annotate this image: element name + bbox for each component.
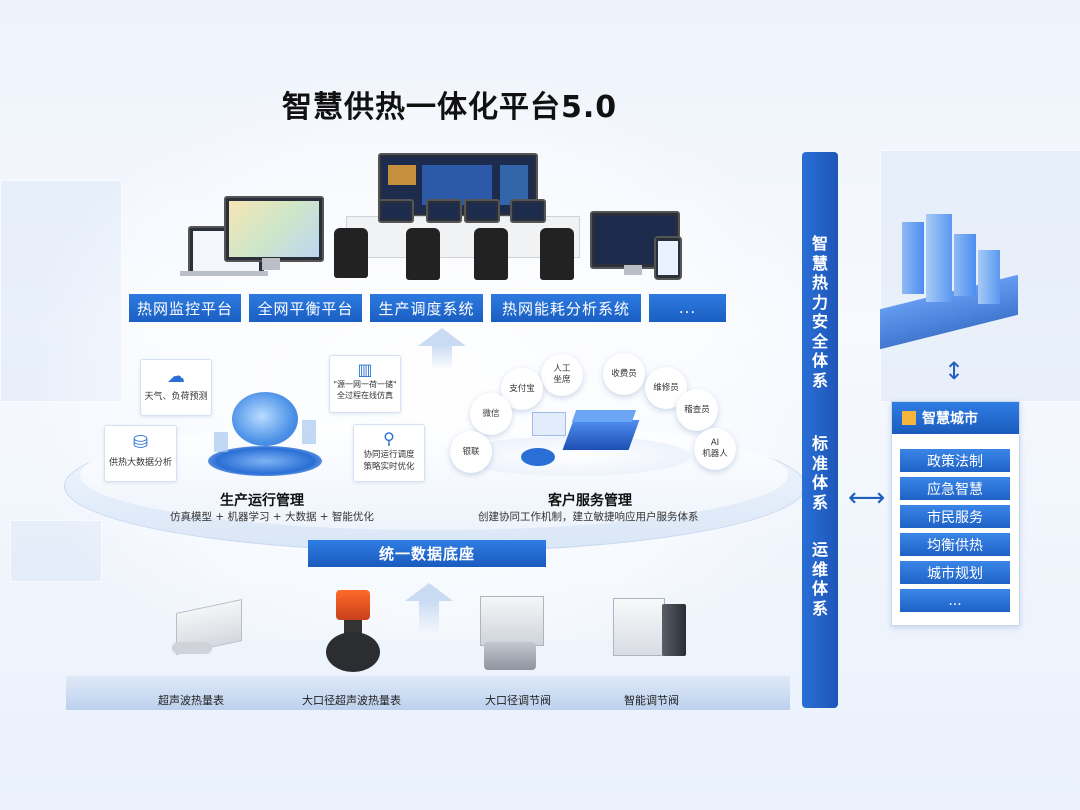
weather-icon: ☁ bbox=[167, 366, 185, 387]
up-arrow-icon-bottom bbox=[405, 583, 453, 601]
chair-1 bbox=[334, 228, 368, 278]
platform-more[interactable]: ... bbox=[649, 294, 726, 322]
bubble-inspector: 稽查员 bbox=[676, 389, 718, 431]
city-item-more[interactable]: ... bbox=[900, 589, 1010, 612]
vertical-char: 全 bbox=[811, 331, 828, 351]
card-big-data: ⛁ 供热大数据分析 bbox=[104, 425, 177, 482]
bubble-unionpay: 银联 bbox=[450, 431, 492, 473]
desk-monitor-1 bbox=[378, 199, 414, 223]
vertical-char: 系 bbox=[811, 370, 828, 390]
video-wall bbox=[378, 153, 538, 217]
operation-system-label: 运维体系 bbox=[802, 540, 838, 618]
card-simulation: ▥ "源一网一荷一储" 全过程在线仿真 bbox=[329, 355, 401, 413]
bubble-agent: 人工 坐席 bbox=[541, 354, 583, 396]
vertical-char: 运 bbox=[811, 540, 828, 559]
desk-monitor-4 bbox=[510, 199, 546, 223]
bubble-line1: 微信 bbox=[482, 408, 500, 419]
bubble-line1: 支付宝 bbox=[509, 383, 535, 394]
card-weather-forecast: ☁ 天气、负荷预测 bbox=[140, 359, 212, 416]
device-label-smart-valve: 智能调节阀 bbox=[624, 694, 679, 707]
up-arrow-shaft-top bbox=[432, 344, 452, 370]
bubble-wechat: 微信 bbox=[470, 393, 512, 435]
platform-heat-monitor[interactable]: 热网监控平台 bbox=[129, 294, 241, 322]
bubble-line2: 坐席 bbox=[553, 375, 571, 385]
unified-data-foundation[interactable]: 统一数据底座 bbox=[308, 540, 546, 567]
device-floor bbox=[66, 676, 790, 710]
card-label: 供热大数据分析 bbox=[108, 458, 172, 468]
device-label-large-valve: 大口径调节阀 bbox=[485, 694, 551, 707]
bubble-cashier: 收费员 bbox=[603, 353, 645, 395]
vertical-double-arrow-icon: ↕ bbox=[944, 357, 965, 385]
vertical-char: 智 bbox=[811, 234, 828, 253]
card-dispatch-optimization: ⚲ 协同运行调度 策略实时优化 bbox=[353, 424, 425, 482]
network-node-icon: ⚲ bbox=[383, 429, 395, 448]
card-label-line2: 策略实时优化 bbox=[363, 462, 415, 472]
desk-monitor-2 bbox=[426, 199, 462, 223]
chair-3 bbox=[474, 228, 508, 280]
customer-subtitle: 创建协同工作机制，建立敏捷响应用户服务体系 bbox=[478, 511, 699, 523]
platform-production-dispatch[interactable]: 生产调度系统 bbox=[370, 294, 483, 322]
building-icon bbox=[902, 411, 916, 425]
desktop-stand-left bbox=[262, 258, 280, 270]
card-label-line1: "源一网一荷一储" bbox=[333, 380, 397, 389]
city-item-balance[interactable]: 均衡供热 bbox=[900, 533, 1010, 556]
vertical-char: 准 bbox=[811, 453, 828, 473]
system-vertical-bar: 智慧热力安全体系 标准体系 运维体系 bbox=[802, 152, 838, 708]
smart-city-panel: 智慧城市 政策法制 应急智慧 市民服务 均衡供热 城市规划 ... bbox=[891, 401, 1020, 626]
phone bbox=[654, 236, 682, 280]
bubble-ai-robot: AI 机器人 bbox=[694, 428, 736, 470]
desktop-monitor-left bbox=[224, 196, 324, 262]
production-subtitle: 仿真模型 + 机器学习 + 大数据 + 智能优化 bbox=[170, 511, 374, 523]
vertical-char: 安 bbox=[811, 312, 828, 331]
city-item-planning[interactable]: 城市规划 bbox=[900, 561, 1010, 584]
vertical-char: 维 bbox=[811, 559, 828, 579]
platform-energy-analysis[interactable]: 热网能耗分析系统 bbox=[491, 294, 641, 322]
bubble-line2: 机器人 bbox=[702, 449, 728, 459]
platform-network-balance[interactable]: 全网平衡平台 bbox=[249, 294, 362, 322]
chair-4 bbox=[540, 228, 574, 280]
safety-system-label: 智慧热力安全体系 bbox=[802, 234, 838, 390]
vertical-char: 热 bbox=[811, 273, 828, 292]
vertical-char: 慧 bbox=[811, 253, 828, 273]
city-item-citizen[interactable]: 市民服务 bbox=[900, 505, 1010, 528]
vertical-char: 系 bbox=[811, 598, 828, 618]
desktop-stand-right bbox=[624, 265, 642, 275]
device-label-ultrasonic: 超声波热量表 bbox=[158, 694, 224, 707]
standard-system-label: 标准体系 bbox=[802, 434, 838, 512]
vertical-char: 体 bbox=[811, 579, 828, 598]
bubble-line1: 收费员 bbox=[611, 368, 637, 379]
bubble-line1: 银联 bbox=[462, 446, 480, 457]
monitor-chart-icon: ▥ bbox=[357, 360, 373, 379]
middle-platform-inner bbox=[80, 420, 788, 530]
card-label: 天气、负荷预测 bbox=[144, 392, 208, 402]
desk-monitor-3 bbox=[464, 199, 500, 223]
card-label-line2: 全过程在线仿真 bbox=[337, 391, 393, 400]
smart-city-header: 智慧城市 bbox=[892, 402, 1019, 434]
city-item-policy[interactable]: 政策法制 bbox=[900, 449, 1010, 472]
page-title: 智慧供热一体化平台5.0 bbox=[282, 90, 618, 125]
vertical-char: 体 bbox=[811, 351, 828, 370]
bubble-line1: 维修员 bbox=[653, 382, 679, 393]
chair-2 bbox=[406, 228, 440, 280]
bubble-line1: 人工 bbox=[553, 364, 571, 374]
laptop-base bbox=[180, 271, 268, 276]
vertical-char: 体 bbox=[811, 473, 828, 492]
smart-city-title: 智慧城市 bbox=[922, 411, 978, 427]
up-arrow-icon bbox=[418, 328, 466, 346]
database-icon: ⛁ bbox=[132, 432, 149, 453]
customer-title: 客户服务管理 bbox=[548, 493, 632, 509]
city-item-emergency[interactable]: 应急智慧 bbox=[900, 477, 1010, 500]
bubble-line1: AI bbox=[710, 438, 720, 448]
bubble-line1: 稽查员 bbox=[684, 404, 710, 415]
device-label-large-ultrasonic: 大口径超声波热量表 bbox=[302, 694, 401, 707]
production-title: 生产运行管理 bbox=[220, 493, 304, 509]
up-arrow-shaft-bottom bbox=[419, 600, 439, 634]
vertical-char: 标 bbox=[811, 434, 828, 453]
vertical-char: 系 bbox=[811, 492, 828, 512]
vertical-char: 力 bbox=[811, 292, 828, 312]
card-label-line1: 协同运行调度 bbox=[363, 450, 415, 460]
horizontal-double-arrow-icon: ⟷ bbox=[848, 483, 886, 513]
